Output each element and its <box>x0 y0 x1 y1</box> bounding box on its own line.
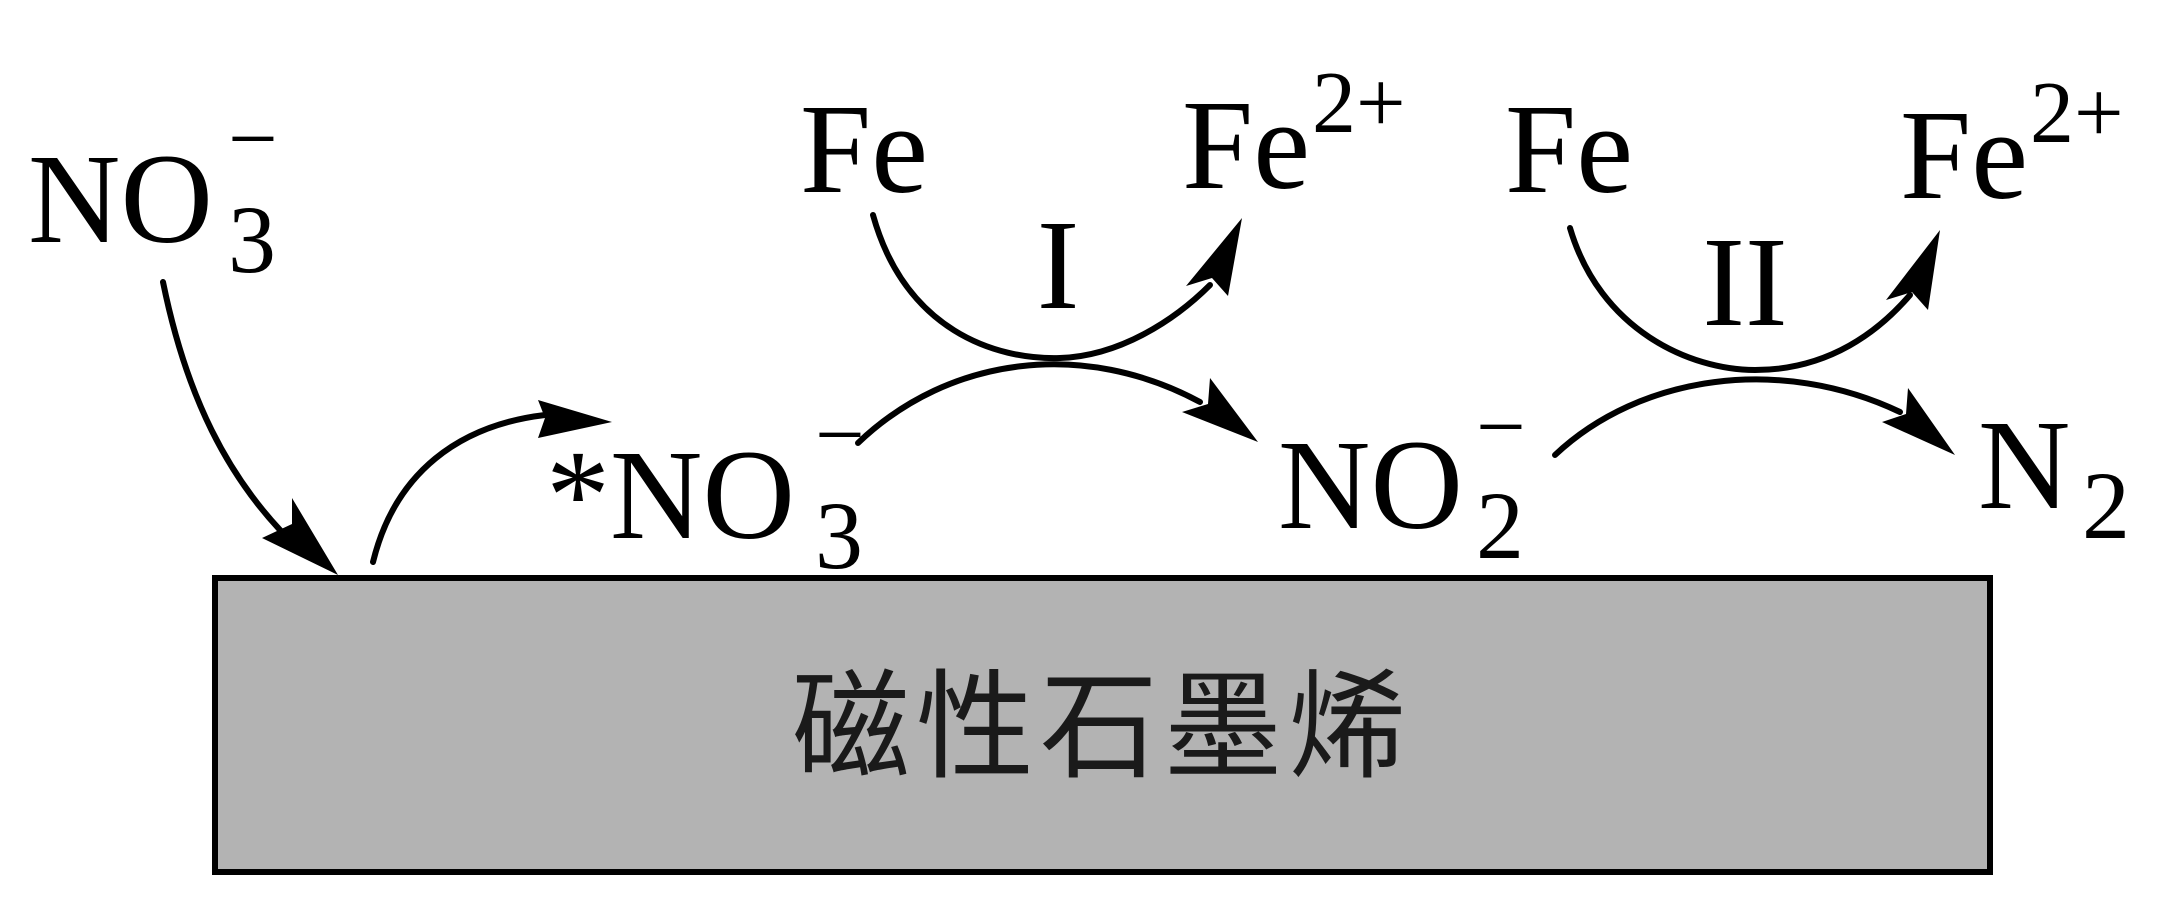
step-1-product-charge: 2+ <box>1312 55 1406 152</box>
step-2-nitrogen-arc <box>1552 376 1903 458</box>
step-2: Fe Fe 2+ II <box>1505 65 2124 353</box>
step-1-product-main: Fe <box>1182 74 1310 216</box>
step-2-nitrogen-arrowhead <box>1882 388 1955 455</box>
step-2-product-main: Fe <box>1900 84 2028 226</box>
nitrate-free-main: NO <box>28 128 213 270</box>
nitrate-adsorbed-sub: 3 <box>815 482 863 589</box>
svg-text:NO: NO <box>28 128 213 270</box>
nitrogen-main: N <box>1978 394 2070 536</box>
nitrite-sub: 2 <box>1476 472 1524 579</box>
step-2-iron-arrowhead <box>1886 230 1940 310</box>
nitrogen: N 2 <box>1978 394 2130 559</box>
step-1-numeral: I <box>1037 194 1080 336</box>
step-2-iron-arc <box>1567 225 1913 374</box>
nitrate-adsorbed-main: NO <box>610 424 795 566</box>
substrate-label: 磁性石墨烯 <box>792 658 1412 796</box>
step-1-iron-arrowhead <box>1186 218 1242 296</box>
step-1-nitrogen-arrowhead <box>1182 378 1258 442</box>
step-1-reactant: Fe <box>800 78 928 220</box>
svg-text:NO: NO <box>1278 414 1463 556</box>
magnetic-graphene-substrate <box>212 575 1993 875</box>
step-2-product-charge: 2+ <box>2030 65 2124 162</box>
adsorption-arrowhead <box>262 498 338 575</box>
nitrate-free-sub: 3 <box>228 186 276 293</box>
nitrite: NO 2 − <box>1278 379 1526 579</box>
step-1: Fe Fe 2+ I <box>800 55 1406 336</box>
nitrate-adsorbed: *NO 3 − <box>546 387 865 589</box>
step-2-numeral: II <box>1702 211 1787 353</box>
svg-text:N: N <box>1978 394 2070 536</box>
svg-text:*NO: *NO <box>546 424 795 566</box>
nitrate-free-charge: − <box>228 91 278 188</box>
nitrate-adsorbed-prefix: * <box>546 424 610 566</box>
step-1-iron-arc <box>870 212 1213 362</box>
desorption-arrowhead <box>538 400 612 438</box>
adsorption-arrow <box>160 279 303 553</box>
nitrate-adsorbed-charge: − <box>815 387 865 484</box>
desorption-arrow <box>370 412 548 565</box>
nitrite-charge: − <box>1476 379 1526 476</box>
step-1-nitrogen-arc <box>855 361 1203 446</box>
nitrate-free: NO 3 − <box>28 91 278 293</box>
step-2-reactant: Fe <box>1505 78 1633 220</box>
nitrite-main: NO <box>1278 414 1463 556</box>
nitrogen-sub: 2 <box>2082 452 2130 559</box>
